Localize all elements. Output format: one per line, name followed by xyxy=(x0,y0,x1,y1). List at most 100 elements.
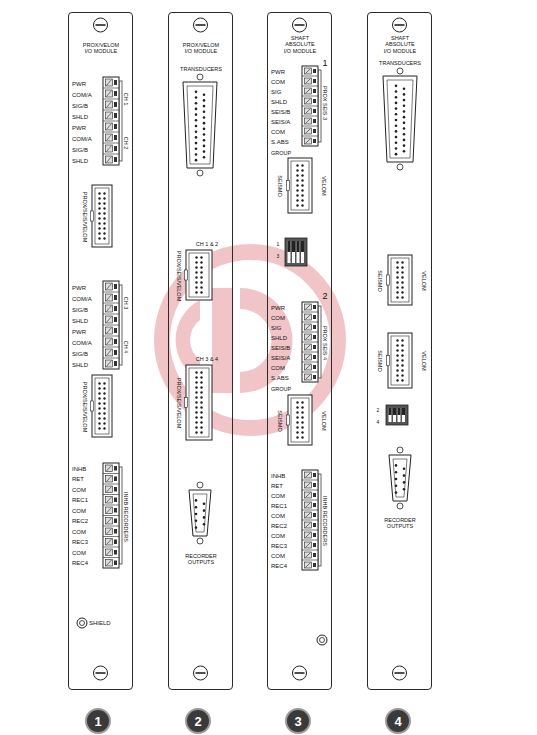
idc-header xyxy=(287,395,313,445)
d-sub-pin xyxy=(403,488,406,491)
header-pin xyxy=(195,371,197,373)
d-sub-pin xyxy=(195,96,198,99)
callout-circle: 1 xyxy=(85,708,111,734)
header-pin xyxy=(200,256,202,258)
d-sub-pin xyxy=(203,509,206,512)
terminal-screw xyxy=(305,68,312,74)
header-pin xyxy=(98,232,100,234)
terminal-label: REC4 xyxy=(271,563,287,570)
d-sub-pin xyxy=(203,128,206,131)
header-pin xyxy=(195,271,197,273)
header-pin xyxy=(200,271,202,273)
d-sub-pin xyxy=(403,110,406,113)
terminal-slot xyxy=(306,375,311,380)
header-pin xyxy=(301,184,303,186)
header-inner xyxy=(291,161,309,210)
d-sub-shell xyxy=(189,490,211,536)
d-sub-pin xyxy=(403,122,406,125)
terminal-slot xyxy=(306,503,311,508)
terminal-slot xyxy=(306,483,311,488)
d-sub-pin xyxy=(395,119,398,122)
d-sub-pin xyxy=(195,119,198,122)
shield-stud xyxy=(80,621,85,626)
header-pin xyxy=(301,416,303,418)
d-sub-pin xyxy=(195,159,198,162)
terminal-screw xyxy=(305,78,312,84)
callout-circle: 2 xyxy=(185,708,211,734)
d-sub-pin xyxy=(203,139,206,142)
screw-slot xyxy=(96,24,106,26)
header-shroud xyxy=(186,250,212,300)
terminal-screw xyxy=(305,334,312,340)
screw-slot xyxy=(295,24,305,26)
terminal-label: COM xyxy=(271,493,285,500)
screw-slot xyxy=(395,24,405,26)
dip-switch xyxy=(386,405,408,425)
terminal-label: SIG/B xyxy=(72,351,88,358)
terminal-label: SEIS/A xyxy=(271,119,290,126)
terminal-label: REC1 xyxy=(72,497,88,504)
panel-label: 1 xyxy=(319,58,331,68)
terminal-screw xyxy=(106,549,113,556)
terminal-divider xyxy=(103,132,119,133)
mount-hole xyxy=(397,164,403,170)
terminal-divider xyxy=(103,325,119,326)
terminal-slot xyxy=(107,146,112,152)
header-pin xyxy=(396,349,398,351)
header-pin xyxy=(401,359,403,361)
terminal-label: RET xyxy=(72,476,84,483)
terminal-body xyxy=(302,66,318,146)
terminal-divider xyxy=(302,480,318,481)
dip-slot xyxy=(292,241,295,263)
terminal-screw xyxy=(106,360,113,367)
terminal-opening xyxy=(313,305,316,309)
header-pin xyxy=(103,387,105,389)
header-pin xyxy=(98,207,100,209)
terminal-label: PWR xyxy=(72,125,86,132)
header-inner xyxy=(391,336,409,385)
d-sub-pin xyxy=(203,93,206,96)
terminal-divider xyxy=(103,121,119,122)
dip-slot xyxy=(398,408,401,422)
header-pin xyxy=(396,266,398,268)
panel-label: RECORDER OUTPUTS xyxy=(181,553,221,566)
terminal-slot xyxy=(306,365,311,370)
terminal-opening xyxy=(114,339,117,344)
terminal-opening xyxy=(114,317,117,322)
terminal-label: COM/A xyxy=(72,296,92,303)
header-pin xyxy=(296,189,298,191)
terminal-slot xyxy=(306,79,311,84)
terminal-slot xyxy=(306,513,311,518)
terminal-slot xyxy=(107,339,112,345)
d-sub-connector xyxy=(183,74,217,176)
terminal-opening xyxy=(313,69,316,73)
terminal-divider xyxy=(302,136,318,137)
terminal-opening xyxy=(313,483,316,487)
terminal-screw xyxy=(106,305,113,312)
terminal-label: COM/A xyxy=(72,92,92,99)
header-pin xyxy=(401,354,403,356)
terminal-slot xyxy=(107,518,112,524)
terminal-opening xyxy=(313,473,316,477)
terminal-label: SHLD xyxy=(72,114,88,121)
panel-label: RECORDER OUTPUTS xyxy=(380,517,420,530)
terminal-divider xyxy=(302,550,318,551)
terminal-divider xyxy=(302,322,318,323)
terminal-divider xyxy=(302,510,318,511)
d-sub-pin xyxy=(195,499,198,502)
panel-screw xyxy=(194,18,208,32)
dip-body xyxy=(386,405,408,425)
terminal-label: COM/A xyxy=(72,136,92,143)
dip-slot xyxy=(288,241,291,263)
header-pin xyxy=(301,436,303,438)
d-sub-pin xyxy=(203,133,206,136)
header-pin xyxy=(401,374,403,376)
d-sub-shell xyxy=(383,76,417,162)
terminal-divider xyxy=(302,342,318,343)
panel-screw xyxy=(393,18,407,32)
terminal-label: SIG xyxy=(271,325,281,332)
terminal-slot xyxy=(306,563,311,568)
terminal-opening xyxy=(114,135,117,140)
header-pin xyxy=(401,344,403,346)
terminal-divider xyxy=(103,99,119,100)
